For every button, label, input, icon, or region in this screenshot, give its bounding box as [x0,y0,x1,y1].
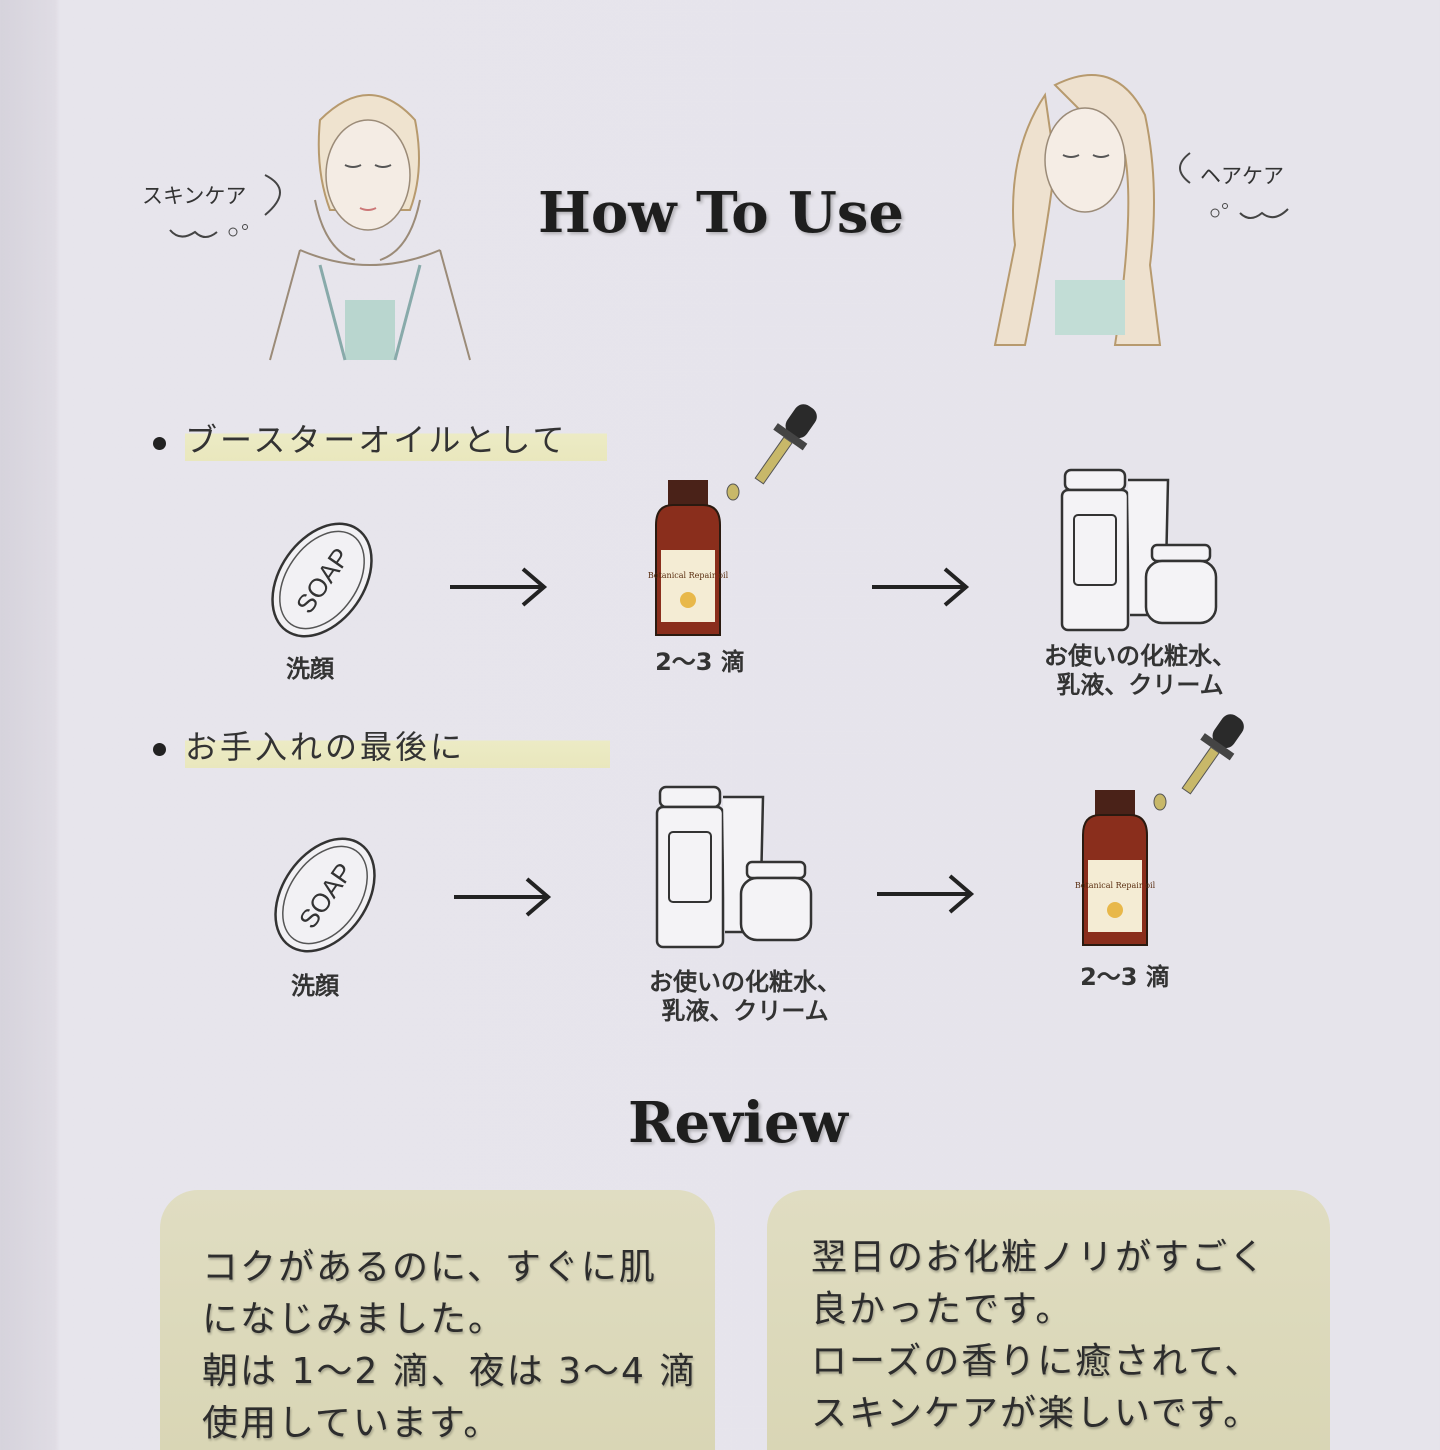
oil-bottle-icon: Botanical Repair oil [648,404,817,636]
review-line: コクがあるのに、すぐに肌 [202,1247,657,1288]
bubble-skincare: スキンケア [142,184,247,208]
oil-bottle-icon: Botanical Repair oil [1075,714,1244,946]
review-line: 翌日のお化粧ノリがすごく [811,1237,1268,1278]
arrow-right-icon [872,567,970,607]
step-label-line: お使いの化粧水、 [649,968,841,996]
thought-bubble-icon [1179,152,1289,219]
review-line: 使用しています。 [202,1403,502,1444]
soap-icon: SOAP [274,837,376,953]
step-label: 洗顔 [286,655,334,683]
review-title: Review [628,1090,848,1156]
cosmetics-icon [1060,468,1218,632]
review-card: 翌日のお化粧ノリがすごく 良かったです。 ローズの香りに癒されて、 スキンケアが… [767,1190,1330,1450]
bubble-haircare: ヘアケア [1200,164,1284,188]
cosmetics-icon [655,785,813,949]
step-label: 洗顔 [291,972,339,1000]
review-line: ローズの香りに癒されて、 [811,1341,1263,1382]
bottle-label-text: Botanical Repair oil [648,571,729,580]
review-card: コクがあるのに、すぐに肌 になじみました。 朝は 1〜2 滴、夜は 3〜4 滴 … [160,1190,715,1450]
arrow-right-icon [450,567,548,607]
bullet-icon [153,437,166,450]
review-line: スキンケアが楽しいです。 [811,1393,1262,1434]
bullet-icon [153,743,166,756]
section-heading-finish: お手入れの最後に [185,722,611,768]
arrow-right-icon [877,874,975,914]
soap-icon: SOAP [271,522,373,638]
bottle-label-text: Botanical Repair oil [1075,881,1156,890]
thought-bubble-icon [169,174,281,238]
step-label: 2〜3 滴 [1080,963,1170,991]
step-label-line: お使いの化粧水、 [1044,642,1236,670]
page-title: How To Use [538,180,905,246]
step-label-line: 乳液、クリーム [1056,671,1224,699]
step-label: 2〜3 滴 [655,648,745,676]
arrow-right-icon [454,877,552,917]
step-label: お使いの化粧水、 乳液、クリーム [615,968,875,1026]
review-line: になじみました。 [202,1299,507,1340]
review-line: 良かったです。 [811,1289,1074,1330]
woman-haircare-illustration [993,74,1162,346]
section-heading-booster: ブースターオイルとして [185,415,608,461]
step-label-line: 乳液、クリーム [661,997,829,1025]
review-line: 朝は 1〜2 滴、夜は 3〜4 滴 [202,1351,698,1392]
woman-skincare-illustration [269,94,471,361]
step-label: お使いの化粧水、 乳液、クリーム [1020,642,1260,700]
